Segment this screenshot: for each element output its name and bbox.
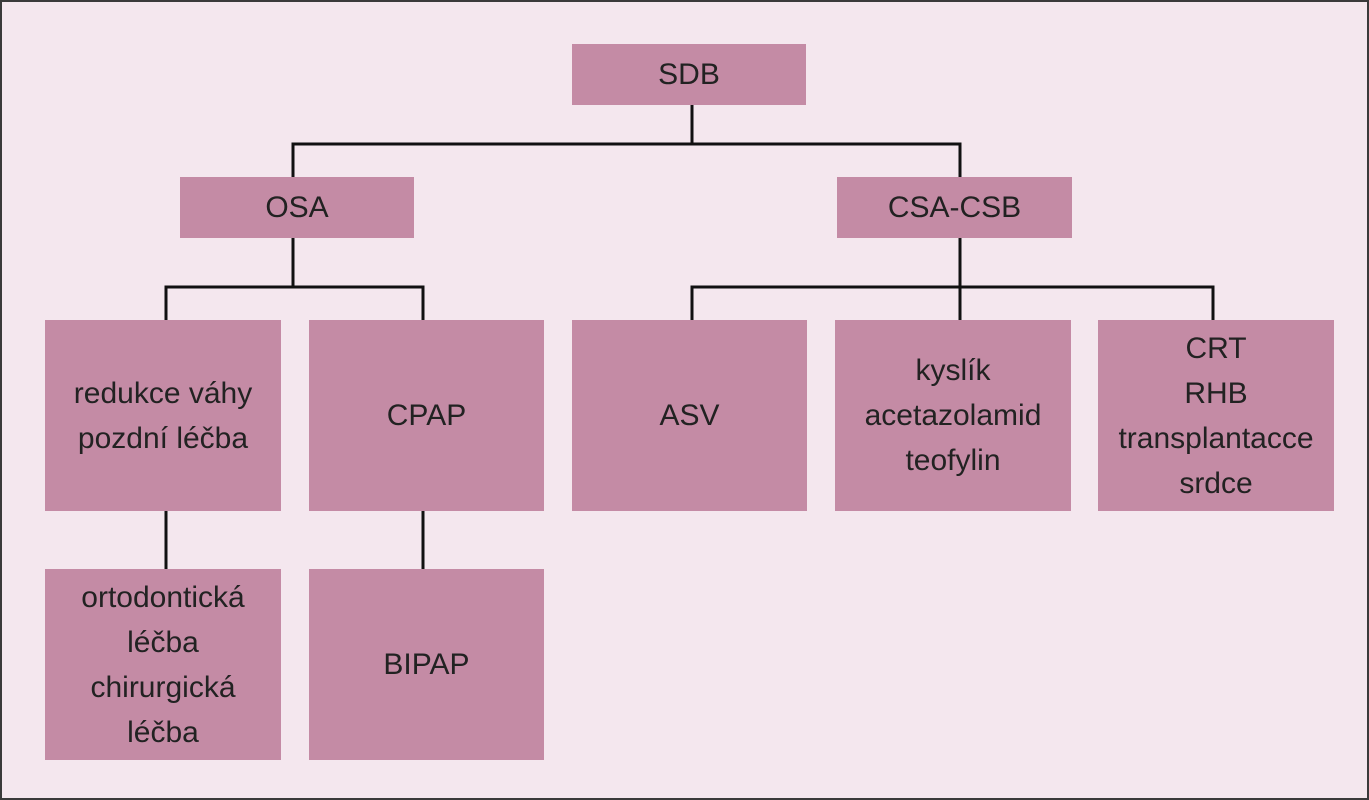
node-asv: ASV — [572, 320, 807, 511]
node-crt: CRT RHB transplantacce srdce — [1098, 320, 1334, 511]
node-csa-csb: CSA-CSB — [837, 177, 1072, 238]
node-cpap-label: CPAP — [386, 399, 467, 432]
connector-sdb-children — [291, 142, 962, 177]
connector-osa-children — [164, 285, 425, 320]
node-crt-label: CRT RHB transplantacce srdce — [1118, 331, 1314, 500]
node-csa-csb-label: CSA-CSB — [887, 191, 1022, 224]
node-orthodontic-label: ortodontická léčba chirurgická léčba — [81, 580, 245, 749]
node-osa-label: OSA — [265, 191, 329, 224]
node-bipap: BIPAP — [309, 569, 544, 760]
node-bipap-label: BIPAP — [383, 648, 470, 681]
node-sdb: SDB — [572, 44, 806, 105]
node-weight-reduction: redukce váhy pozdní léčba — [45, 320, 281, 511]
node-asv-label: ASV — [659, 399, 720, 432]
node-weight-reduction-label: redukce váhy pozdní léčba — [73, 376, 253, 455]
node-cpap: CPAP — [309, 320, 544, 511]
node-osa: OSA — [180, 177, 414, 238]
node-oxygen-label: kyslík acetazolamid teofylin — [864, 354, 1042, 477]
node-sdb-label: SDB — [658, 58, 720, 91]
node-orthodontic: ortodontická léčba chirurgická léčba — [45, 569, 281, 760]
node-oxygen: kyslík acetazolamid teofylin — [835, 320, 1071, 511]
connector-csa-children — [690, 285, 1215, 320]
